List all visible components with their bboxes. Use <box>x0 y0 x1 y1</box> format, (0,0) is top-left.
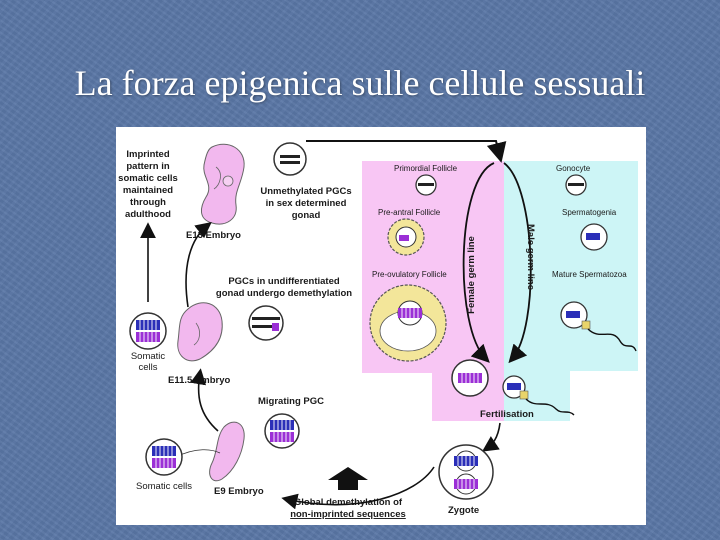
global-demethylation-arrow <box>328 467 368 490</box>
somatic-cell-e9 <box>145 438 183 476</box>
mature-spermatozoa-label: Mature Spermatozoa <box>552 270 627 279</box>
svg-text:pattern in: pattern in <box>126 161 169 172</box>
female-germ-line-label: Female germ line <box>466 236 477 314</box>
primordial-follicle-cell <box>415 174 437 196</box>
zygote-cell <box>438 444 494 500</box>
svg-text:Imprinted: Imprinted <box>126 149 169 160</box>
somatic-cell-e115 <box>129 312 167 350</box>
svg-text:somatic cells: somatic cells <box>118 173 178 184</box>
arrow-e115-to-e13 <box>185 222 212 308</box>
preovulatory-follicle-cell <box>369 284 447 362</box>
e13-embryo <box>201 143 245 225</box>
fertilising-sperm <box>502 375 575 416</box>
e13-embryo-label: E13 Embryo <box>186 230 241 241</box>
svg-text:maintained: maintained <box>123 185 173 196</box>
epigenetic-cycle-figure: E13 Embryo Imprinted pattern in somatic … <box>116 127 646 525</box>
e9-embryo-label: E9 Embryo <box>214 486 264 497</box>
gonocyte-label: Gonocyte <box>556 164 591 173</box>
fertilisation-label: Fertilisation <box>480 409 534 420</box>
spermatogenia-cell <box>580 223 608 251</box>
gonocyte-cell <box>565 174 587 196</box>
unmethylated-pgcs-label-3: gonad <box>292 210 321 221</box>
svg-text:through: through <box>130 197 166 208</box>
pgcs-undifferentiated-label: PGCs in undifferentiated <box>228 276 340 287</box>
preantral-follicle-label: Pre-antral Follicle <box>378 208 441 217</box>
somatic-cells-e115-label-2: cells <box>138 362 157 373</box>
cycle-arrow-top <box>306 140 507 163</box>
primordial-follicle-label: Primordial Follicle <box>394 164 458 173</box>
arrow-zygote-to-e9 <box>281 466 435 510</box>
somatic-cells-e9-label: Somatic cells <box>136 481 192 492</box>
svg-text:adulthood: adulthood <box>125 209 171 220</box>
female-germline-arrow <box>462 162 495 363</box>
migrating-pgc-cell <box>264 413 300 449</box>
spermatogenia-label: Spermatogenia <box>562 208 617 217</box>
pgcs-undifferentiated-label-2: gonad undergo demethylation <box>216 288 352 299</box>
unmethylated-pgcs-label: Unmethylated PGCs <box>260 186 351 197</box>
unmethylated-pgcs-label-2: in sex determined <box>266 198 347 209</box>
e115-embryo <box>177 302 223 362</box>
unmethylated-pgc-cell <box>273 142 307 176</box>
slide-title: La forza epigenica sulle cellule sessual… <box>74 63 646 103</box>
arrow-fertilisation-to-zygote <box>482 422 501 452</box>
fertilisation-egg <box>451 359 489 397</box>
demethylating-pgc-cell <box>248 305 284 341</box>
global-demethylation-label-2: non-imprinted sequences <box>290 509 406 520</box>
preovulatory-follicle-label: Pre-ovulatory Follicle <box>372 270 447 279</box>
zygote-label: Zygote <box>448 505 479 516</box>
arrow-e9-to-e115 <box>190 368 219 432</box>
male-germ-line-label: Male germ line <box>525 224 536 290</box>
preantral-follicle-cell <box>387 218 425 256</box>
migrating-pgc-label: Migrating PGC <box>258 396 324 407</box>
e9-embryo <box>209 421 245 482</box>
somatic-cells-e115-label: Somatic <box>131 351 166 362</box>
mature-spermatozoon <box>560 301 637 352</box>
global-demethylation-label: Global demethylation of <box>294 497 403 508</box>
imprinted-note: Imprinted pattern in somatic cells maint… <box>118 149 178 220</box>
male-germline-arrow <box>503 162 532 364</box>
